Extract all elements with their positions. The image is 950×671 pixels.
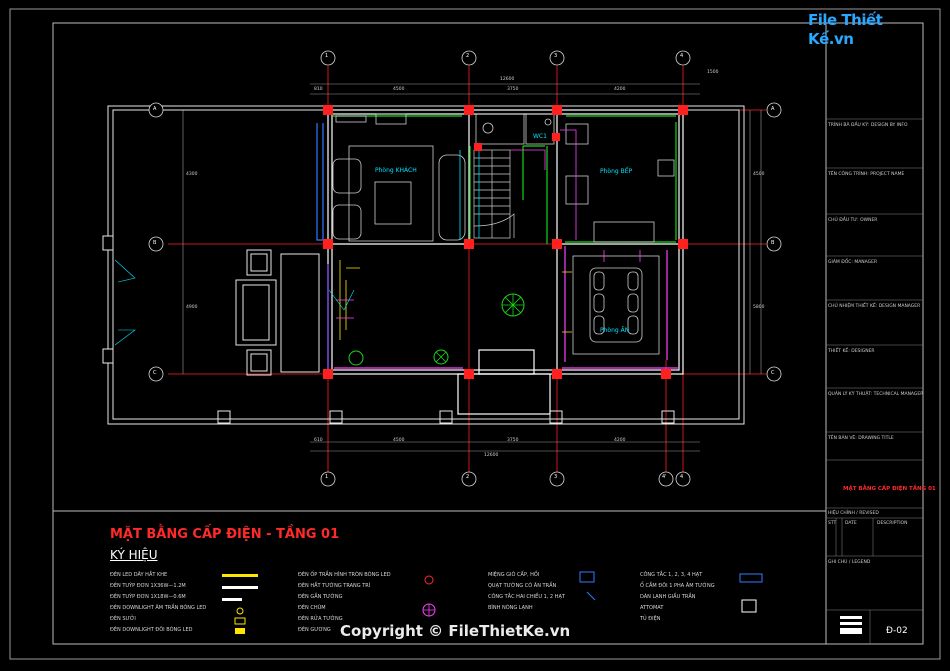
- room-label-dining: Phòng ĂN: [600, 327, 630, 334]
- grid-row-label-right: A: [771, 106, 775, 112]
- legend-item: ĐÈN LED DÂY HẮT KHE: [110, 572, 168, 578]
- legend-subtitle: KÝ HIỆU: [110, 548, 158, 562]
- legend-item: DÀN LẠNH GIẤU TRẦN: [640, 594, 696, 600]
- electrical-wiring: [336, 129, 641, 340]
- dim-left-vertical: 4300: [186, 172, 198, 177]
- legend-item: CÔNG TẮC 1, 2, 3, 4 HẠT: [640, 572, 703, 578]
- room-label-kitchen: Phòng BẾP: [600, 168, 633, 175]
- legend-item: ATTOMAT: [640, 605, 664, 611]
- staircase: [473, 149, 515, 239]
- grid-row-label-left: C: [153, 370, 157, 376]
- title-block-frame: [825, 22, 924, 645]
- dim-top-right-offset: 1500: [707, 70, 719, 75]
- legend-item: ĐÈN HẮT TƯỜNG TRANG TRÍ: [298, 583, 371, 589]
- legend-item: ĐÈN DOWNLIGHT ĐÔI BÓNG LED: [110, 627, 193, 633]
- copyright-watermark: Copyright © FileThietKe.vn: [340, 622, 571, 640]
- dim-bottom-total: 12600: [484, 453, 499, 458]
- dim-top-left-offset: 810: [314, 87, 323, 92]
- room-label-living: Phòng KHÁCH: [375, 167, 417, 174]
- structural-columns: [323, 105, 688, 379]
- kitchen-fixtures: [565, 123, 675, 243]
- grid-col-label-top: 4: [680, 53, 684, 59]
- legend-item: ĐÈN CHÙM: [298, 605, 326, 611]
- outer-frame: [9, 8, 941, 660]
- legend-item: MIỆNG GIÓ CẤP, HỒI: [488, 572, 540, 578]
- dim-bottom-seg: 4200: [614, 438, 626, 443]
- legend-item: ĐÈN RỬA TƯỜNG: [298, 616, 343, 622]
- legend-item: CÔNG TẮC HAI CHIỀU 1, 2 HẠT: [488, 594, 565, 600]
- grid-row-label-left: B: [153, 240, 157, 246]
- dining-table: [572, 255, 660, 355]
- notes-title: GHI CHÚ / LEGEND: [828, 560, 871, 565]
- legend-item: ĐÈN DOWNLIGHT ÂM TRẦN BÓNG LED: [110, 605, 207, 611]
- grid-bubbles: [148, 50, 782, 487]
- grid-col-label-bottom: 1: [325, 474, 329, 480]
- legend-item: ĐÈN GƯƠNG: [298, 627, 331, 633]
- title-block-row: THIẾT KẾ: DESIGNER: [828, 349, 875, 354]
- rev-col-date: DATE: [845, 521, 857, 526]
- title-block-row: TRÌNH BÀ ĐẦU KỸ: DESIGN BY INFO: [828, 123, 908, 128]
- grid-col-label-bottom: 2: [466, 474, 470, 480]
- revision-header: HIỆU CHỈNH / REVISED: [828, 511, 879, 516]
- living-furniture: [332, 113, 466, 242]
- dim-top-seg: 4500: [393, 87, 405, 92]
- grid-col-label-top: 1: [325, 53, 329, 59]
- grid-row-label-right: B: [771, 240, 775, 246]
- title-block-row: CHỦ ĐẦU TƯ: OWNER: [828, 218, 878, 223]
- title-block-row: QUẢN LÝ KỸ THUẬT: TECHNICAL MANAGER: [828, 392, 924, 397]
- filethietke-logo: File Thiết Kế.vn: [808, 10, 926, 48]
- grid-row-label-right: C: [771, 370, 775, 376]
- rev-col-description: DESCRIPTION: [877, 521, 908, 526]
- legend-item: ĐÈN GẮN TƯỜNG: [298, 594, 343, 600]
- dim-top-total: 12600: [500, 77, 515, 82]
- grid-col-label-top: 3: [554, 53, 558, 59]
- terrace-walls: [102, 105, 745, 425]
- dim-bottom-seg: 4500: [393, 438, 405, 443]
- title-block-row: TÊN CÔNG TRÌNH: PROJECT NAME: [828, 172, 905, 177]
- grid-row-label-left: A: [153, 106, 157, 112]
- title-block-row: GIÁM ĐỐC: MANAGER: [828, 260, 878, 265]
- dim-right-vertical: 5800: [753, 305, 765, 310]
- dim-top-seg: 4200: [614, 87, 626, 92]
- legend-item: Ổ CẮM ĐÔI 1 PHA ÂM TƯỜNG: [640, 583, 715, 589]
- legend-item: ĐÈN TUÝP ĐƠN 1X36W—1.2M: [110, 583, 186, 589]
- room-label-wc: WC1: [533, 133, 547, 140]
- title-block-row: TÊN BẢN VẼ: DRAWING TITLE: [828, 436, 894, 441]
- door-swings: [114, 259, 355, 346]
- legend-item: ĐÈN TUÝP ĐƠN 1X18W—0.6M: [110, 594, 186, 600]
- dim-bottom-left-offset: 610: [314, 438, 323, 443]
- dim-left-vertical: 4900: [186, 305, 198, 310]
- legend-item: QUẠT TƯỜNG CÓ ĂN TRẦN: [488, 583, 557, 589]
- legend-item: ĐÈN ỐP TRẦN HÌNH TRÒN BÓNG LED: [298, 572, 391, 578]
- dim-bottom-seg: 3750: [507, 438, 519, 443]
- sheet-number: Đ-02: [886, 626, 908, 636]
- drawing-title: MẶT BẰNG CẤP ĐIỆN TẦNG 01: [843, 486, 936, 492]
- grid-col-label-bottom: 3: [554, 474, 558, 480]
- dimension-lines: [182, 83, 762, 452]
- legend-item: TỦ ĐIỆN: [640, 616, 661, 622]
- grid-col-label-bottom: 4: [680, 474, 684, 480]
- rev-col-stt: STT: [828, 521, 837, 526]
- legend-title: MẶT BẰNG CẤP ĐIỆN - TẦNG 01: [110, 527, 340, 542]
- title-block-lines: [826, 118, 923, 644]
- logo-mark: [840, 616, 862, 634]
- title-block-row: CHỦ NHIỆM THIẾT KẾ: DESIGN MANAGER: [828, 304, 921, 309]
- legend-item: BÌNH NÓNG LẠNH: [488, 605, 533, 611]
- logo-text: File Thiết Kế.vn: [808, 11, 883, 48]
- dim-right-vertical: 4500: [753, 172, 765, 177]
- dim-top-seg: 3750: [507, 87, 519, 92]
- plants: [348, 293, 525, 366]
- grid-col-label-top: 2: [466, 53, 470, 59]
- legend-symbols: [222, 571, 763, 634]
- grid-col-label-bottom-extra: 4': [662, 474, 667, 480]
- legend-item: ĐÈN SƯỞI: [110, 616, 136, 622]
- wc-fixtures: [475, 113, 555, 145]
